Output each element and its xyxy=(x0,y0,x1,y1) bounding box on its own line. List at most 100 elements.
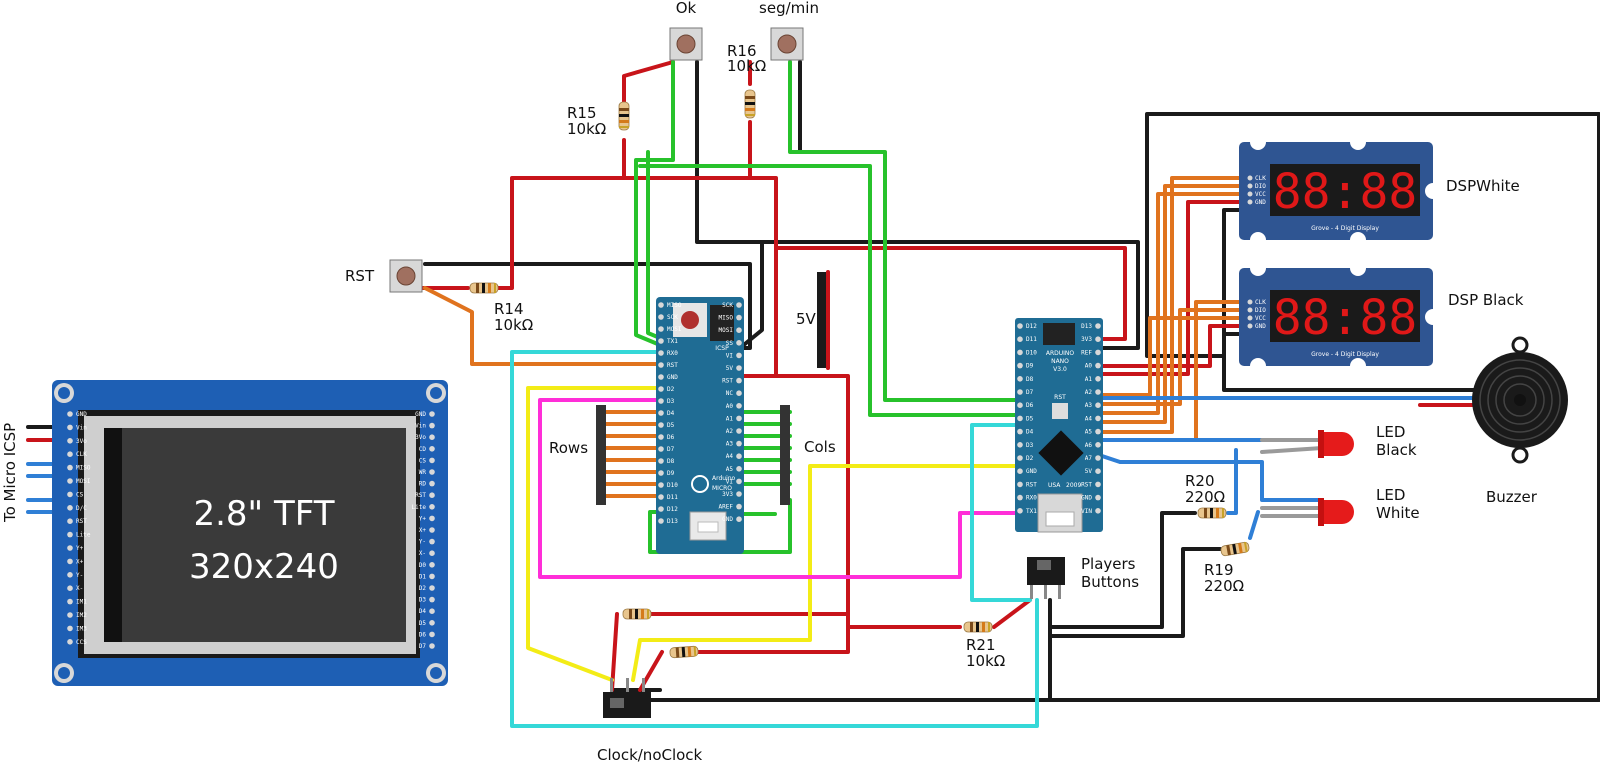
pin-label: D12 xyxy=(667,506,678,513)
players-switch-icon xyxy=(1027,557,1065,599)
pin-hole xyxy=(658,338,664,344)
pin-label: CCS xyxy=(76,639,87,646)
pin-hole xyxy=(429,585,435,591)
r14-value: 10kΩ xyxy=(494,316,533,334)
pin-hole xyxy=(1095,428,1101,435)
pin-label: Vin xyxy=(76,424,87,431)
pin-label: RST xyxy=(1026,481,1037,488)
pin-hole xyxy=(429,562,435,568)
pin-label: A0 xyxy=(1085,363,1093,370)
pin-label: Lite xyxy=(412,504,427,511)
pin-hole xyxy=(429,411,435,417)
pin-hole xyxy=(1095,389,1101,395)
pin-hole xyxy=(67,625,73,632)
pin-label: GND xyxy=(667,374,678,381)
five-v-label: 5V xyxy=(796,310,817,328)
pin-label: NC xyxy=(726,390,734,397)
pin-hole xyxy=(1017,428,1023,435)
pin-label: D4 xyxy=(667,410,675,417)
pin-hole xyxy=(736,302,742,308)
micro-icsp-label: ICSP xyxy=(715,345,729,352)
pin-label: Y- xyxy=(76,572,83,579)
pin-hole xyxy=(1095,455,1101,461)
pin-label: D7 xyxy=(1026,389,1034,396)
display-white-caption: Grove - 4 Digit Display xyxy=(1311,225,1379,232)
pin-label: GND xyxy=(415,411,426,418)
micro-model: MICRO xyxy=(712,485,732,492)
pin-label: REF xyxy=(1081,349,1092,356)
pin-hole xyxy=(658,326,664,332)
dsp-black-label: DSP Black xyxy=(1448,291,1524,309)
pin-hole xyxy=(1247,307,1253,313)
pin-label: Y+ xyxy=(76,545,84,552)
pin-hole xyxy=(1247,323,1253,329)
pin-label: A0 xyxy=(726,403,734,410)
pin-label: Vin xyxy=(415,423,426,430)
players-label: Players xyxy=(1081,555,1136,573)
pin-hole xyxy=(1017,402,1023,409)
led-white-icon xyxy=(1318,498,1354,526)
pin-hole xyxy=(429,620,435,626)
pin-hole xyxy=(736,365,742,371)
pin-label: DIO xyxy=(1255,183,1266,190)
nano-title: ARDUINO xyxy=(1046,350,1075,357)
pin-hole xyxy=(1017,508,1023,514)
rst-label: RST xyxy=(345,267,375,285)
pin-hole xyxy=(658,458,664,464)
pin-hole xyxy=(658,446,664,452)
pin-label: D12 xyxy=(1026,323,1037,330)
pin-hole xyxy=(1095,508,1101,514)
pin-hole xyxy=(67,478,73,484)
pin-hole xyxy=(736,390,742,397)
pin-label: D10 xyxy=(1026,349,1037,356)
pin-hole xyxy=(658,314,664,320)
nano-version: V3.0 xyxy=(1053,366,1067,373)
pin-label: A3 xyxy=(726,441,734,448)
pin-label: A6 xyxy=(1085,442,1093,449)
pin-hole xyxy=(1017,468,1023,475)
pin-hole xyxy=(429,422,435,429)
r20-label: R20 xyxy=(1185,472,1215,490)
pin-label: MOSI xyxy=(667,326,682,333)
pin-label: SCK xyxy=(722,302,733,309)
pin-hole xyxy=(1017,389,1023,395)
pin-label: Lite xyxy=(76,532,91,539)
pin-hole xyxy=(1017,442,1023,448)
pin-hole xyxy=(429,596,435,603)
pin-label: D6 xyxy=(667,434,675,441)
pin-hole xyxy=(1247,183,1253,189)
r19-value: 220Ω xyxy=(1204,577,1244,595)
led-white-label-2: White xyxy=(1376,504,1420,522)
micro-right-pins: SCKMISOMOSISSVI5VRSTNCA0A1A2A3A4A5VI3V3A… xyxy=(719,302,742,523)
pin-hole xyxy=(736,440,742,447)
segmin-button-icon xyxy=(770,27,804,61)
pin-label: D/C xyxy=(76,505,87,512)
pin-label: MISO xyxy=(76,465,91,472)
pin-hole xyxy=(736,503,742,510)
pin-hole xyxy=(1017,376,1023,382)
pin-label: CLK xyxy=(1255,175,1266,182)
pin-hole xyxy=(658,494,664,500)
pin-hole xyxy=(736,327,742,334)
pin-hole xyxy=(658,410,664,416)
pin-label: RST xyxy=(1081,481,1092,488)
pin-hole xyxy=(429,573,435,580)
pin-hole xyxy=(429,504,435,510)
pin-hole xyxy=(67,572,73,578)
pin-label: RX0 xyxy=(667,350,678,357)
pin-hole xyxy=(1017,415,1023,422)
pin-hole xyxy=(1095,362,1101,369)
resistor-r15-icon xyxy=(618,101,630,131)
nano-rst-label: RST xyxy=(1054,394,1066,401)
pin-label: RST xyxy=(415,492,426,499)
buzzer-icon xyxy=(1472,336,1568,464)
display-black-digits: 88:88 xyxy=(1273,290,1418,346)
pin-label: D6 xyxy=(419,631,427,638)
rst-button-icon xyxy=(389,259,423,293)
pin-label: X+ xyxy=(419,527,427,534)
pin-label: D13 xyxy=(1081,323,1092,330)
arduino-nano: ARDUINO NANO V3.0 RST USA 2009 D12D11D10… xyxy=(1015,318,1103,533)
pin-label: X- xyxy=(419,550,426,557)
